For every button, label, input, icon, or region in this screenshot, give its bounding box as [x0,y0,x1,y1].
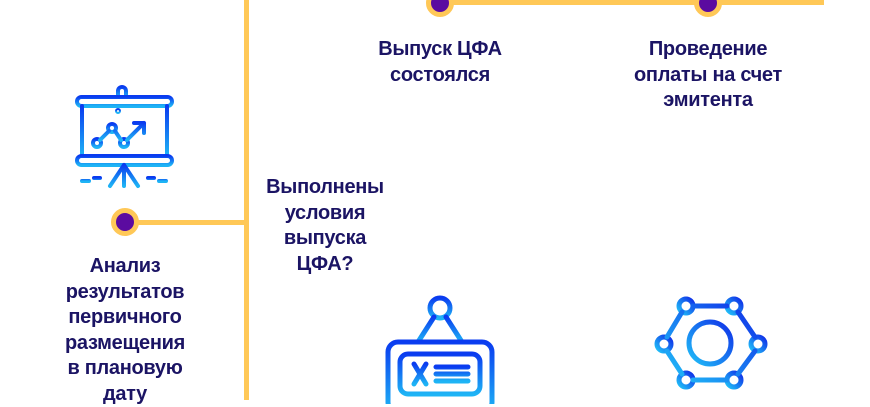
label-line: условия [266,201,384,227]
label-line: Выполнены [266,175,384,201]
label-line: размещения [65,331,185,357]
label-payment: Проведение оплаты на счет эмитента [634,37,782,114]
label-line: результатов [65,280,185,306]
label-line: оплаты на счет [634,63,782,89]
presentation-chart-icon [72,84,178,192]
connector-analysis [125,220,247,225]
hexagon-network-icon [652,292,770,400]
label-line: Выпуск ЦФА [378,37,502,63]
node-dot-issue-done [426,0,454,17]
connector-top [440,0,824,5]
label-line: Проведение [634,37,782,63]
node-dot-analysis [111,208,139,236]
label-analysis: Анализ результатов первичного размещения… [65,254,185,407]
hanging-sign-icon [384,292,504,404]
label-line: первичного [65,305,185,331]
label-line: выпуска [266,226,384,252]
label-conditions: Выполнены условия выпуска ЦФА? [266,175,384,277]
node-dot-payment [694,0,722,17]
label-line: эмитента [634,88,782,114]
label-line: ЦФА? [266,252,384,278]
label-issue-done: Выпуск ЦФА состоялся [378,37,502,88]
connector-top-right-up [819,0,824,5]
label-line: Анализ [65,254,185,280]
label-line: дату [65,382,185,407]
label-line: состоялся [378,63,502,89]
connector-vertical-main [244,0,249,400]
label-line: в плановую [65,356,185,382]
